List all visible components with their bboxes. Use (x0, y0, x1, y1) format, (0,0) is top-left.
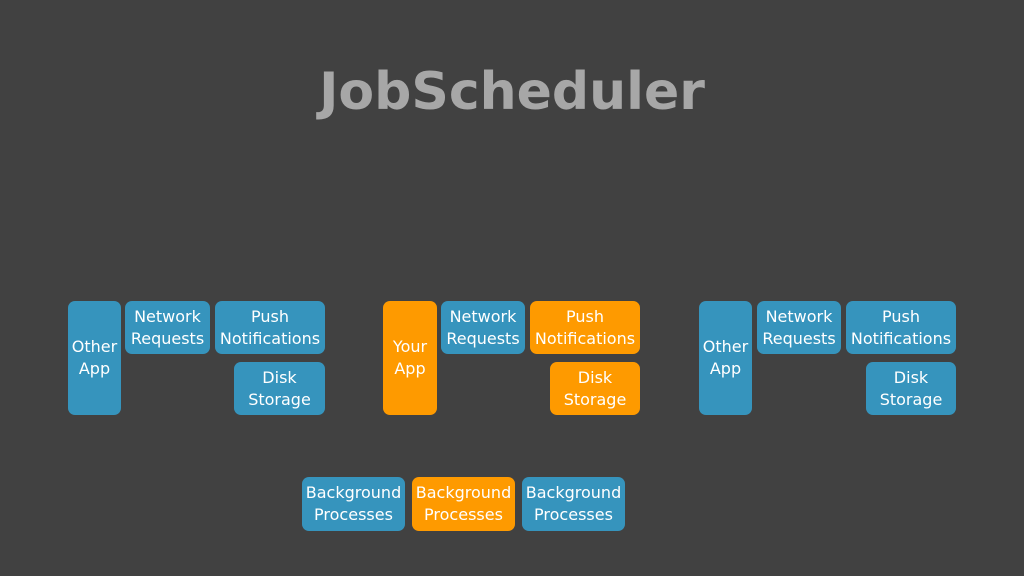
label-line: Other (71, 337, 118, 356)
label-line: Disk (577, 367, 613, 387)
label-line: Processes (534, 505, 613, 524)
label-line: Network (765, 306, 833, 326)
label-line: Disk (262, 367, 297, 387)
label-line: Notifications (219, 328, 321, 348)
label-line: Requests (762, 328, 836, 348)
label-line: Storage (248, 389, 311, 409)
label-line: App (78, 359, 111, 378)
label-line: Other (702, 337, 749, 356)
label-line: Network (134, 306, 201, 326)
label-line: Push (882, 306, 920, 326)
label-line: Requests (446, 328, 520, 348)
label-line: Disk (893, 367, 929, 387)
label-line: Background (525, 483, 622, 502)
label-line: Background (305, 483, 402, 502)
label-line: Push (566, 306, 604, 326)
label-line: Background (415, 483, 512, 502)
label-line: Network (449, 306, 517, 326)
label-line: Requests (130, 328, 205, 348)
label-line: Processes (314, 505, 393, 524)
label-line: Storage (879, 389, 943, 409)
label-line: App (394, 359, 426, 378)
label-line: Notifications (850, 328, 952, 348)
label-line: App (709, 359, 742, 378)
label-line: Processes (424, 505, 503, 524)
label-line: Your (392, 337, 428, 356)
diagram-title: JobScheduler (319, 62, 705, 122)
label-line: Push (251, 306, 289, 326)
label-line: Notifications (534, 328, 636, 348)
label-line: Storage (563, 389, 627, 409)
